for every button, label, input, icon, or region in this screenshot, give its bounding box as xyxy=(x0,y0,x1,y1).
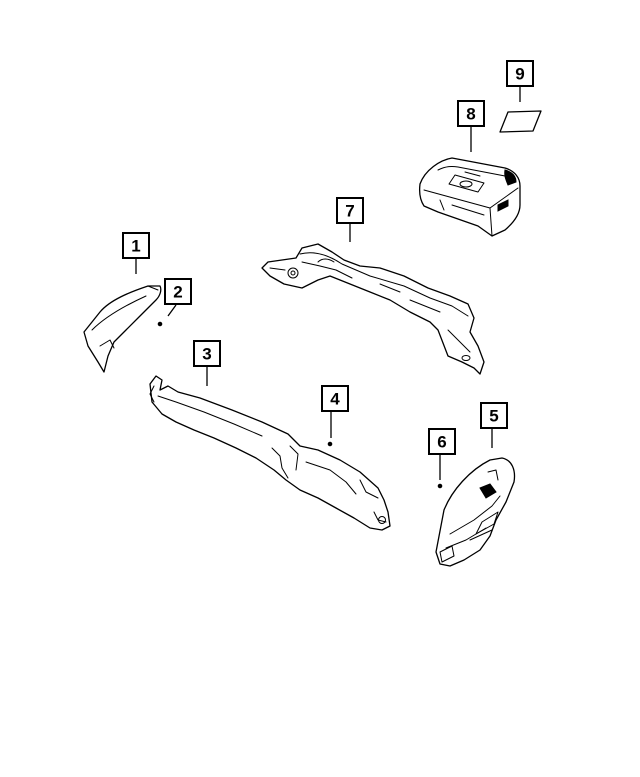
callout-4[interactable]: 4 xyxy=(321,385,349,412)
part-3-lower-insulator[interactable] xyxy=(149,375,391,531)
callout-6[interactable]: 6 xyxy=(428,428,456,455)
callout-3[interactable]: 3 xyxy=(193,340,221,367)
callout-9[interactable]: 9 xyxy=(506,60,534,87)
callout-9-label: 9 xyxy=(515,65,524,84)
callout-2[interactable]: 2 xyxy=(164,278,192,305)
leader-line-2 xyxy=(167,304,177,317)
part-4-fastener[interactable] xyxy=(327,441,333,447)
callout-4-label: 4 xyxy=(330,390,340,409)
callout-5[interactable]: 5 xyxy=(480,402,508,429)
callout-3-label: 3 xyxy=(202,345,211,364)
callout-6-label: 6 xyxy=(437,433,446,452)
part-2-fastener[interactable] xyxy=(157,321,163,327)
callout-7-label: 7 xyxy=(345,202,354,221)
part-9-label-decal[interactable] xyxy=(499,110,542,133)
part-7-upper-insulator[interactable] xyxy=(261,243,485,375)
callout-8-label: 8 xyxy=(466,105,475,124)
callout-5-label: 5 xyxy=(489,407,498,426)
callout-8[interactable]: 8 xyxy=(457,100,485,127)
part-5-side-trim-panel[interactable] xyxy=(435,457,516,567)
part-1-side-trim-panel[interactable] xyxy=(83,285,162,373)
callout-1[interactable]: 1 xyxy=(122,232,150,259)
callout-1-label: 1 xyxy=(131,237,140,256)
part-6-fastener[interactable] xyxy=(437,483,443,489)
callout-7[interactable]: 7 xyxy=(336,197,364,224)
part-8-storage-box[interactable] xyxy=(418,157,521,237)
callout-2-label: 2 xyxy=(173,283,182,302)
